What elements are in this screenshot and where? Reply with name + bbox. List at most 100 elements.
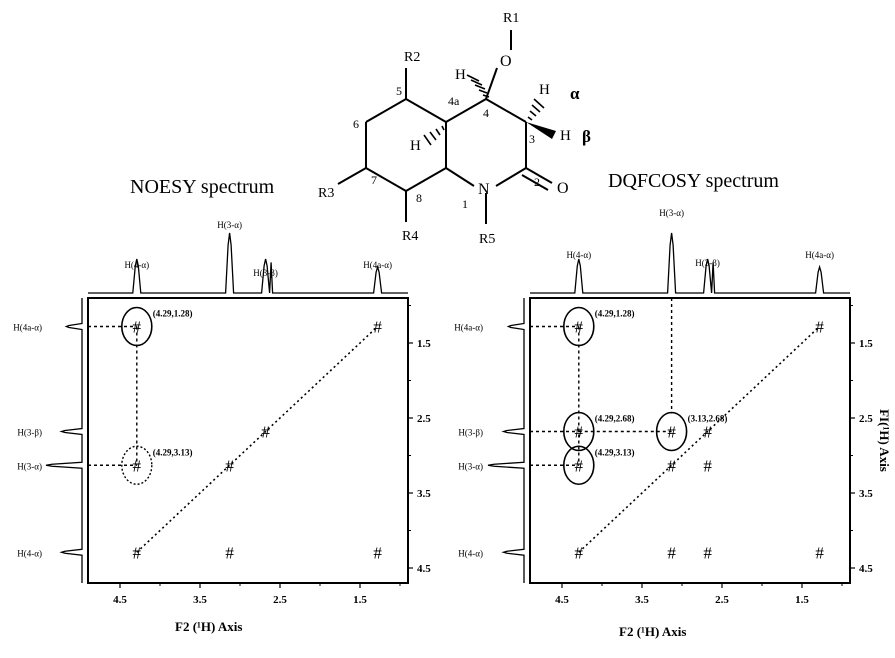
y-tick-label: 3.5 [859, 488, 873, 500]
f2-proton-label: H(3-β) [695, 258, 720, 268]
x-tick-label: 2.5 [715, 594, 729, 606]
y-tick-label: 4.5 [417, 563, 431, 575]
svg-text:7: 7 [371, 173, 377, 187]
crosspeak-circle [121, 306, 153, 347]
svg-text:R1: R1 [503, 11, 519, 26]
f1-projection [45, 298, 83, 583]
f1-proton-label: H(4a-α) [454, 323, 483, 333]
svg-text:N: N [478, 181, 490, 198]
svg-text:H: H [560, 128, 571, 144]
cross-peak: # [133, 318, 142, 337]
cross-peak-label: (4.29,3.13) [153, 447, 193, 457]
x-tick-label: 1.5 [353, 594, 367, 606]
svg-text:R4: R4 [402, 229, 418, 244]
f1-proton-label: H(3-α) [458, 461, 483, 471]
cross-peak: # [133, 543, 142, 562]
spectrum-panel-2: 4.5 3.5 2.5 1.5 1.5 2.5 3.5 4.5 F2 (¹H) Axis FI(¹… [454, 208, 892, 639]
connection-lines [88, 325, 138, 466]
f2-proton-label: H(3-β) [253, 268, 278, 278]
crosspeak-circle [562, 411, 595, 452]
f2-proton-label: H(4-α) [566, 250, 591, 260]
svg-text:1: 1 [462, 197, 468, 211]
crosspeak-circle [655, 411, 688, 452]
f2-proton-label: H(3-α) [217, 220, 242, 230]
f1-proton-label: H(3-β) [458, 428, 483, 438]
y-tick-label: 2.5 [859, 413, 873, 425]
y-tick-label: 1.5 [859, 338, 873, 350]
cross-peak-label: (4.29,3.13) [595, 447, 635, 457]
cross-peak-label: (4.29,2.68) [595, 414, 635, 424]
f2-proton-label: H(4a-α) [805, 250, 834, 260]
diagonal-line [578, 325, 821, 553]
cross-peak-label: (4.29,1.28) [595, 309, 635, 319]
y-axis-label: FI(¹H) Axis [877, 409, 892, 472]
y-tick-label: 2.5 [417, 413, 431, 425]
f1-proton-label: H(3-α) [17, 461, 42, 471]
svg-text:R2: R2 [404, 50, 420, 65]
svg-text:4a: 4a [448, 94, 460, 108]
x-tick-label: 4.5 [113, 594, 127, 606]
crosspeak-circle [562, 445, 595, 486]
svg-text:O: O [500, 53, 512, 70]
cross-peak: # [225, 543, 234, 562]
cross-peak: # [133, 456, 142, 475]
f2-projection [88, 232, 408, 294]
cross-peak: # [703, 423, 712, 442]
svg-text:O: O [557, 180, 569, 197]
cross-peak-label: (4.29,1.28) [153, 309, 193, 319]
f2-proton-label: H(4-α) [124, 260, 149, 270]
y-tick-label: 4.5 [859, 563, 873, 575]
cross-peak: # [575, 543, 584, 562]
f1-projection [487, 298, 525, 583]
svg-text:8: 8 [416, 191, 422, 205]
atom-labels: R1 R2 R3 R4 R5 O O N H H H H α β 1 2 3 4… [318, 11, 591, 247]
svg-text:H: H [410, 138, 421, 154]
x-tick-label: 3.5 [635, 594, 649, 606]
cross-peak: # [703, 543, 712, 562]
svg-text:4: 4 [483, 106, 489, 120]
cross-peak: # [815, 318, 824, 337]
stereo-bonds [423, 74, 545, 146]
crosspeak-circle [121, 445, 153, 485]
svg-text:3: 3 [529, 132, 535, 146]
cross-peak-label: (3.13,2.68) [688, 414, 728, 424]
f1-proton-label: H(4-α) [17, 548, 42, 558]
svg-text:2: 2 [534, 175, 540, 189]
cross-peak: # [667, 456, 676, 475]
y-tick-label: 3.5 [417, 488, 431, 500]
cross-peak: # [575, 423, 584, 442]
cross-peak: # [667, 543, 676, 562]
f1-proton-label: H(4-α) [458, 548, 483, 558]
diagonal-line [136, 325, 379, 553]
x-tick-label: 1.5 [795, 594, 809, 606]
cross-peak: # [575, 456, 584, 475]
plot-frame [87, 297, 409, 584]
svg-text:β: β [582, 127, 591, 146]
f2-projection [530, 232, 850, 294]
cross-peak: # [373, 318, 382, 337]
molecular-structure [337, 30, 553, 224]
cross-peak: # [373, 543, 382, 562]
plot-frame [529, 297, 851, 584]
x-axis-label: F2 (¹H) Axis [175, 619, 242, 634]
crosspeak-circle [562, 306, 595, 347]
svg-text:H: H [455, 67, 466, 83]
f2-proton-label: H(4a-α) [363, 260, 392, 270]
svg-text:5: 5 [396, 84, 402, 98]
cross-peak: # [815, 543, 824, 562]
x-tick-label: 3.5 [193, 594, 207, 606]
connection-lines [530, 298, 673, 466]
y-tick-label: 1.5 [417, 338, 431, 350]
cross-peak: # [261, 423, 270, 442]
svg-text:6: 6 [353, 117, 359, 131]
dqfcosy-title: DQFCOSY spectrum [608, 170, 779, 192]
x-tick-label: 2.5 [273, 594, 287, 606]
x-tick-label: 4.5 [555, 594, 569, 606]
x-axis-label: F2 (¹H) Axis [619, 624, 686, 639]
svg-text:R3: R3 [318, 186, 334, 201]
cross-peak: # [575, 318, 584, 337]
svg-text:H: H [539, 82, 550, 98]
f2-proton-label: H(3-α) [659, 208, 684, 218]
f1-proton-label: H(4a-α) [13, 323, 42, 333]
